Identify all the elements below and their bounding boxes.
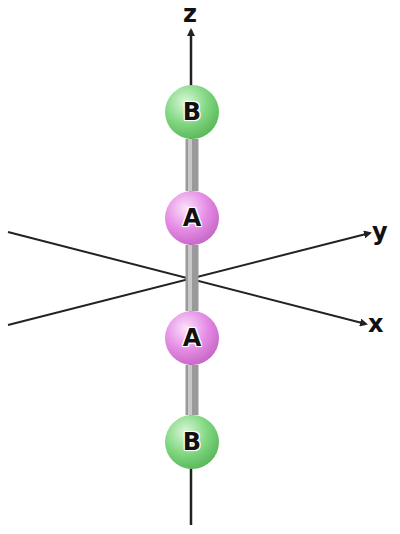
x-axis xyxy=(8,232,366,324)
atom-sphere: A xyxy=(165,311,219,365)
atom-sphere: B xyxy=(165,85,219,139)
bond-rod xyxy=(190,245,192,311)
atom-sphere: B xyxy=(165,415,219,469)
atom-label: B xyxy=(183,98,201,126)
atom-sphere: A xyxy=(165,191,219,245)
axis-label: z xyxy=(183,2,197,26)
atom-label: B xyxy=(183,428,201,456)
atom-label: A xyxy=(183,204,202,232)
bond-rod xyxy=(190,139,192,191)
atom-label: A xyxy=(183,324,202,352)
axis-label: x xyxy=(368,312,383,336)
bond-rod xyxy=(190,365,192,415)
axis-label: y xyxy=(372,220,388,244)
